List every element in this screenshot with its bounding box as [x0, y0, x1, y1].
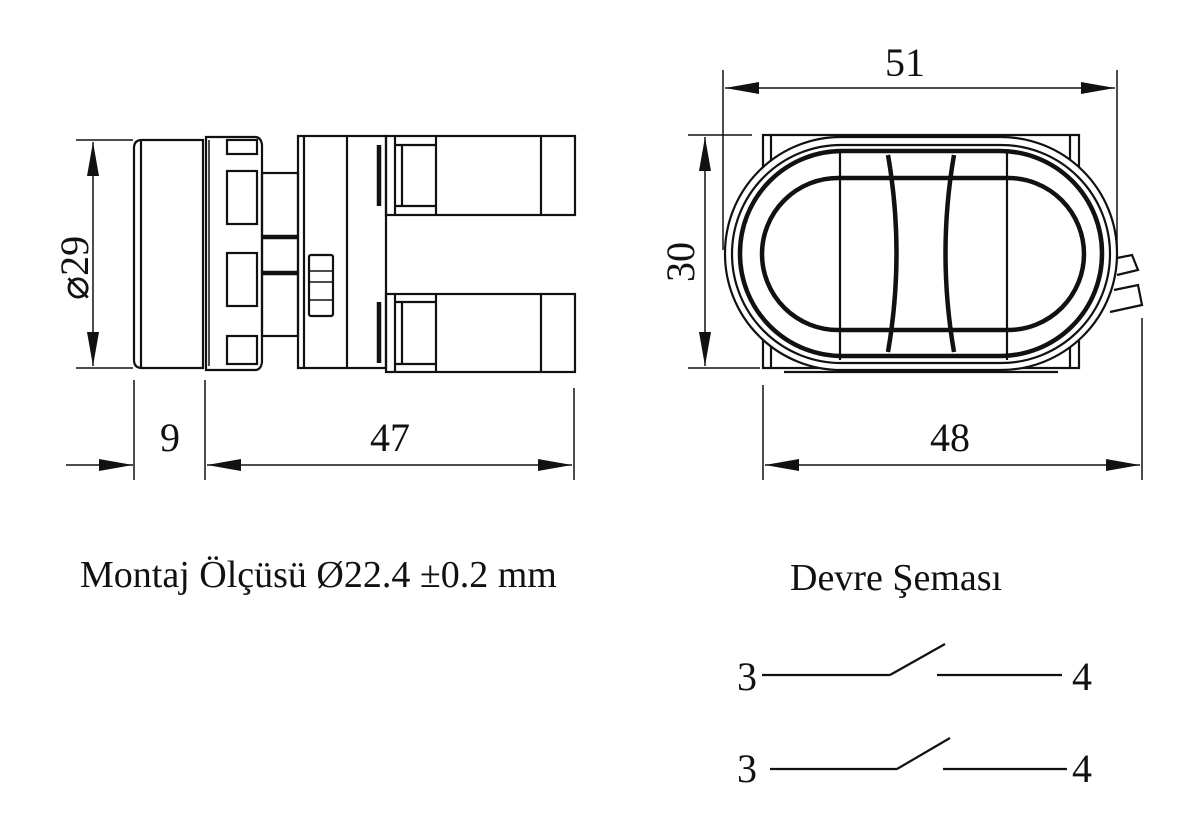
body-length-label: 47	[370, 415, 410, 460]
slider-tab	[307, 253, 335, 318]
stem	[260, 171, 300, 338]
divider-right	[943, 154, 957, 353]
contact-row-1: 3 4	[737, 643, 1092, 699]
mounting-caption: Montaj Ölçüsü Ø22.4 ±0.2 mm	[80, 554, 557, 596]
bezel-ring	[204, 135, 264, 372]
contact-block-upper	[384, 134, 577, 217]
bezel-teeth	[225, 138, 259, 366]
button-face	[759, 175, 1087, 333]
terminal-left: 3	[737, 746, 757, 791]
circuit-diagram: 3 4 3 4	[737, 643, 1092, 791]
side-tabs	[1109, 253, 1144, 314]
contact-block-lower	[384, 292, 577, 374]
width-overall-label: 51	[885, 40, 925, 85]
button-ring	[737, 148, 1105, 359]
terminal-right: 4	[1072, 654, 1092, 699]
contact-row-2: 3 4	[737, 737, 1092, 791]
front-cap	[132, 138, 205, 370]
cap-depth-label: 9	[160, 415, 180, 460]
outer-oval	[723, 135, 1119, 372]
terminal-left: 3	[737, 654, 757, 699]
width-body-label: 48	[930, 415, 970, 460]
switch-body	[296, 134, 388, 370]
diameter-label: ⌀29	[52, 236, 97, 300]
height-label: 30	[658, 242, 703, 282]
divider-left	[885, 154, 899, 353]
front-view: 51 30 48	[658, 40, 1144, 480]
terminal-right: 4	[1072, 746, 1092, 791]
dimension-diameter	[76, 139, 133, 369]
circuit-title: Devre Şeması	[790, 557, 1002, 599]
side-view: ⌀29 9 47	[52, 134, 577, 480]
